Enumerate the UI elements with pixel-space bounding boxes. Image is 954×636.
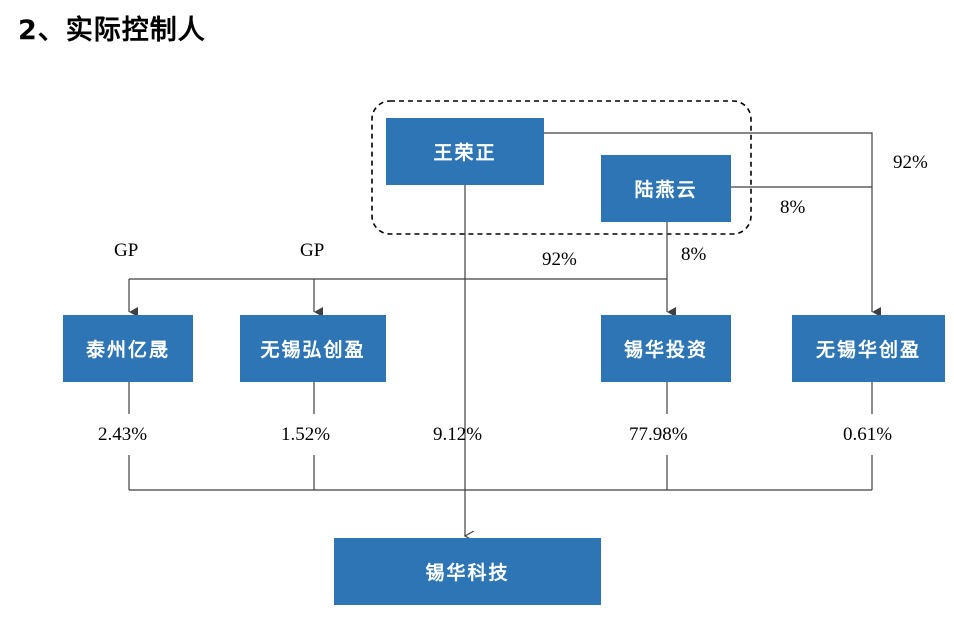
- node-xihua-investment: 锡华投资: [601, 315, 731, 382]
- controller-group-border: [371, 100, 752, 235]
- node-wang-rongzheng: 王荣正: [386, 118, 544, 185]
- label-hongchuangying-to-tech: 1.52%: [281, 424, 331, 445]
- label-wang-to-tech: 9.12%: [433, 424, 483, 445]
- label-lu-to-xihua-investment: 8%: [681, 244, 707, 265]
- node-wuxi-huachuangying: 无锡华创盈: [792, 315, 945, 382]
- edge-wang-to-huachuangying: [544, 132, 881, 317]
- node-taizhou-yisheng: 泰州亿晟: [63, 315, 193, 382]
- label-wang-to-huachuangying: 92%: [893, 152, 928, 173]
- label-xihua-investment-to-tech: 77.98%: [629, 424, 688, 445]
- section-heading: 2、实际控制人: [18, 15, 206, 46]
- label-gp-hongchuangying: GP: [300, 240, 325, 261]
- label-wang-to-xihua-investment: 92%: [542, 249, 577, 270]
- label-gp-taizhou: GP: [114, 240, 139, 261]
- node-wuxi-hongchuangying: 无锡弘创盈: [240, 315, 386, 382]
- label-lu-to-huachuangying: 8%: [780, 197, 806, 218]
- label-huachuangying-to-tech: 0.61%: [843, 424, 893, 445]
- label-taizhou-to-tech: 2.43%: [98, 424, 148, 445]
- node-lu-yanyun: 陆燕云: [601, 155, 731, 222]
- node-xihua-technology: 锡华科技: [334, 538, 601, 605]
